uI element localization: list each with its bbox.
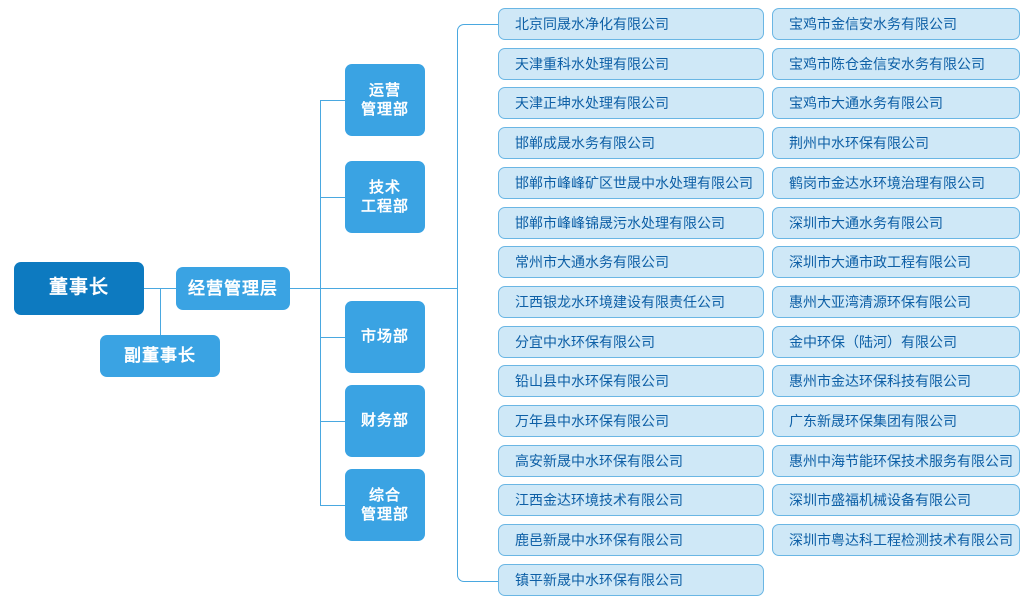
connector-management-to-subsidiaries [290,288,458,289]
subsidiary-item[interactable]: 分宜中水环保有限公司 [498,325,764,358]
subsidiary-item[interactable]: 北京同晟水净化有限公司 [498,8,764,40]
subsidiary-item[interactable]: 镇平新晟中水环保有限公司 [498,563,764,596]
subsidiary-item[interactable]: 深圳市盛福机械设备有限公司 [772,484,1020,517]
subsidiary-item[interactable]: 江西银龙水环境建设有限责任公司 [498,285,764,318]
connector-department-4 [320,421,345,422]
connector-chairman-to-vice [160,288,161,335]
node-department-technology[interactable]: 技术 工程部 [345,161,425,233]
subsidiary-item[interactable]: 深圳市大通市政工程有限公司 [772,246,1020,279]
connector-department-1 [320,100,345,101]
connector-department-3 [320,337,345,338]
subsidiary-item[interactable]: 宝鸡市金信安水务有限公司 [772,8,1020,40]
department-spine [320,100,321,505]
subsidiary-item[interactable]: 邯郸成晟水务有限公司 [498,127,764,160]
node-department-operations[interactable]: 运营 管理部 [345,64,425,136]
subsidiary-item[interactable]: 宝鸡市大通水务有限公司 [772,87,1020,120]
subsidiary-item[interactable]: 宝鸡市陈仓金信安水务有限公司 [772,47,1020,80]
subsidiary-item[interactable]: 江西金达环境技术有限公司 [498,484,764,517]
subsidiary-item[interactable]: 惠州中海节能环保技术服务有限公司 [772,444,1020,477]
subsidiary-item[interactable]: 常州市大通水务有限公司 [498,246,764,279]
subsidiary-item[interactable]: 荆州中水环保有限公司 [772,127,1020,160]
connector-department-5 [320,505,345,506]
subsidiary-item[interactable]: 深圳市大通水务有限公司 [772,206,1020,239]
subsidiary-item[interactable]: 鹿邑新晟中水环保有限公司 [498,524,764,557]
subsidiary-item[interactable]: 鹤岗市金达水环境治理有限公司 [772,166,1020,199]
subsidiary-item[interactable]: 邯郸市峰峰锦晟污水处理有限公司 [498,206,764,239]
node-department-marketing[interactable]: 市场部 [345,301,425,373]
subsidiary-item[interactable]: 高安新晟中水环保有限公司 [498,444,764,477]
subsidiary-item[interactable]: 铅山县中水环保有限公司 [498,365,764,398]
node-management[interactable]: 经营管理层 [176,267,290,310]
subsidiary-bracket [457,24,498,582]
node-vice-chairman[interactable]: 副董事长 [100,335,220,377]
subsidiary-item[interactable]: 惠州市金达环保科技有限公司 [772,365,1020,398]
subsidiary-item[interactable]: 万年县中水环保有限公司 [498,405,764,437]
node-chairman[interactable]: 董事长 [14,262,144,315]
node-department-general-affairs[interactable]: 综合 管理部 [345,469,425,541]
node-department-finance[interactable]: 财务部 [345,385,425,457]
subsidiary-item[interactable]: 广东新晟环保集团有限公司 [772,405,1020,437]
subsidiary-item[interactable]: 深圳市粤达科工程检测技术有限公司 [772,524,1020,557]
subsidiary-item[interactable]: 金中环保（陆河）有限公司 [772,325,1020,358]
subsidiary-item[interactable]: 天津正坤水处理有限公司 [498,87,764,120]
subsidiary-item[interactable]: 惠州大亚湾清源环保有限公司 [772,285,1020,318]
connector-department-2 [320,197,345,198]
subsidiary-item[interactable]: 天津重科水处理有限公司 [498,47,764,80]
subsidiary-item[interactable]: 邯郸市峰峰矿区世晟中水处理有限公司 [498,166,764,199]
